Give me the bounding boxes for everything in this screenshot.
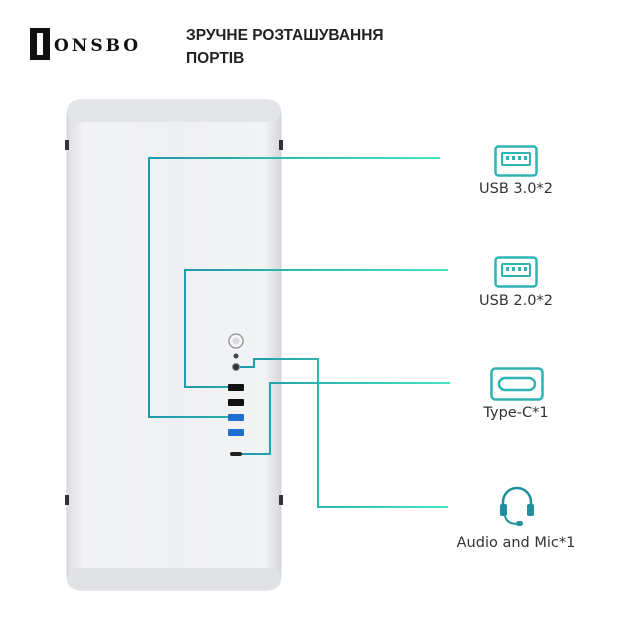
- led-indicator: [233, 353, 239, 359]
- type-c-callout-line: [242, 382, 450, 455]
- case-clip: [279, 495, 283, 505]
- headline-line-2: ПОРТІВ: [186, 50, 245, 67]
- headset-mic-icon: [500, 486, 534, 526]
- usb-port-icon: [494, 256, 538, 288]
- port-label-audio: Audio and Mic*1: [456, 535, 576, 551]
- usb3-port: [228, 414, 244, 421]
- port-label-usb2: USB 2.0*2: [479, 293, 553, 309]
- usb2-callout-line: [184, 269, 448, 388]
- pc-case: [65, 99, 283, 591]
- logo-j-mark: [30, 28, 50, 60]
- usb2-port: [228, 384, 244, 391]
- audio-jack: [232, 363, 240, 371]
- usb3-port: [228, 429, 244, 436]
- jonsbo-logo: ONSBO: [30, 28, 160, 64]
- usb2-port: [228, 399, 244, 406]
- logo-wordmark: ONSBO: [54, 36, 142, 56]
- port-label-usb3: USB 3.0*2: [479, 181, 553, 197]
- usb-port-icon: [494, 145, 538, 177]
- case-clip: [279, 140, 283, 150]
- case-clip: [65, 140, 69, 150]
- callout-lines: [148, 157, 450, 508]
- headline-line-1: ЗРУЧНЕ РОЗТАШУВАННЯ: [186, 27, 384, 44]
- port-label-type-c: Type-C*1: [483, 405, 549, 421]
- usb3-callout-line: [148, 157, 440, 418]
- headline: ЗРУЧНЕ РОЗТАШУВАННЯ ПОРТІВ: [186, 24, 384, 70]
- front-io-panel: [228, 333, 244, 456]
- case-clip: [65, 495, 69, 505]
- usb-type-c-icon: [490, 367, 544, 401]
- type-c-port: [230, 452, 242, 456]
- audio-callout-line: [240, 358, 448, 508]
